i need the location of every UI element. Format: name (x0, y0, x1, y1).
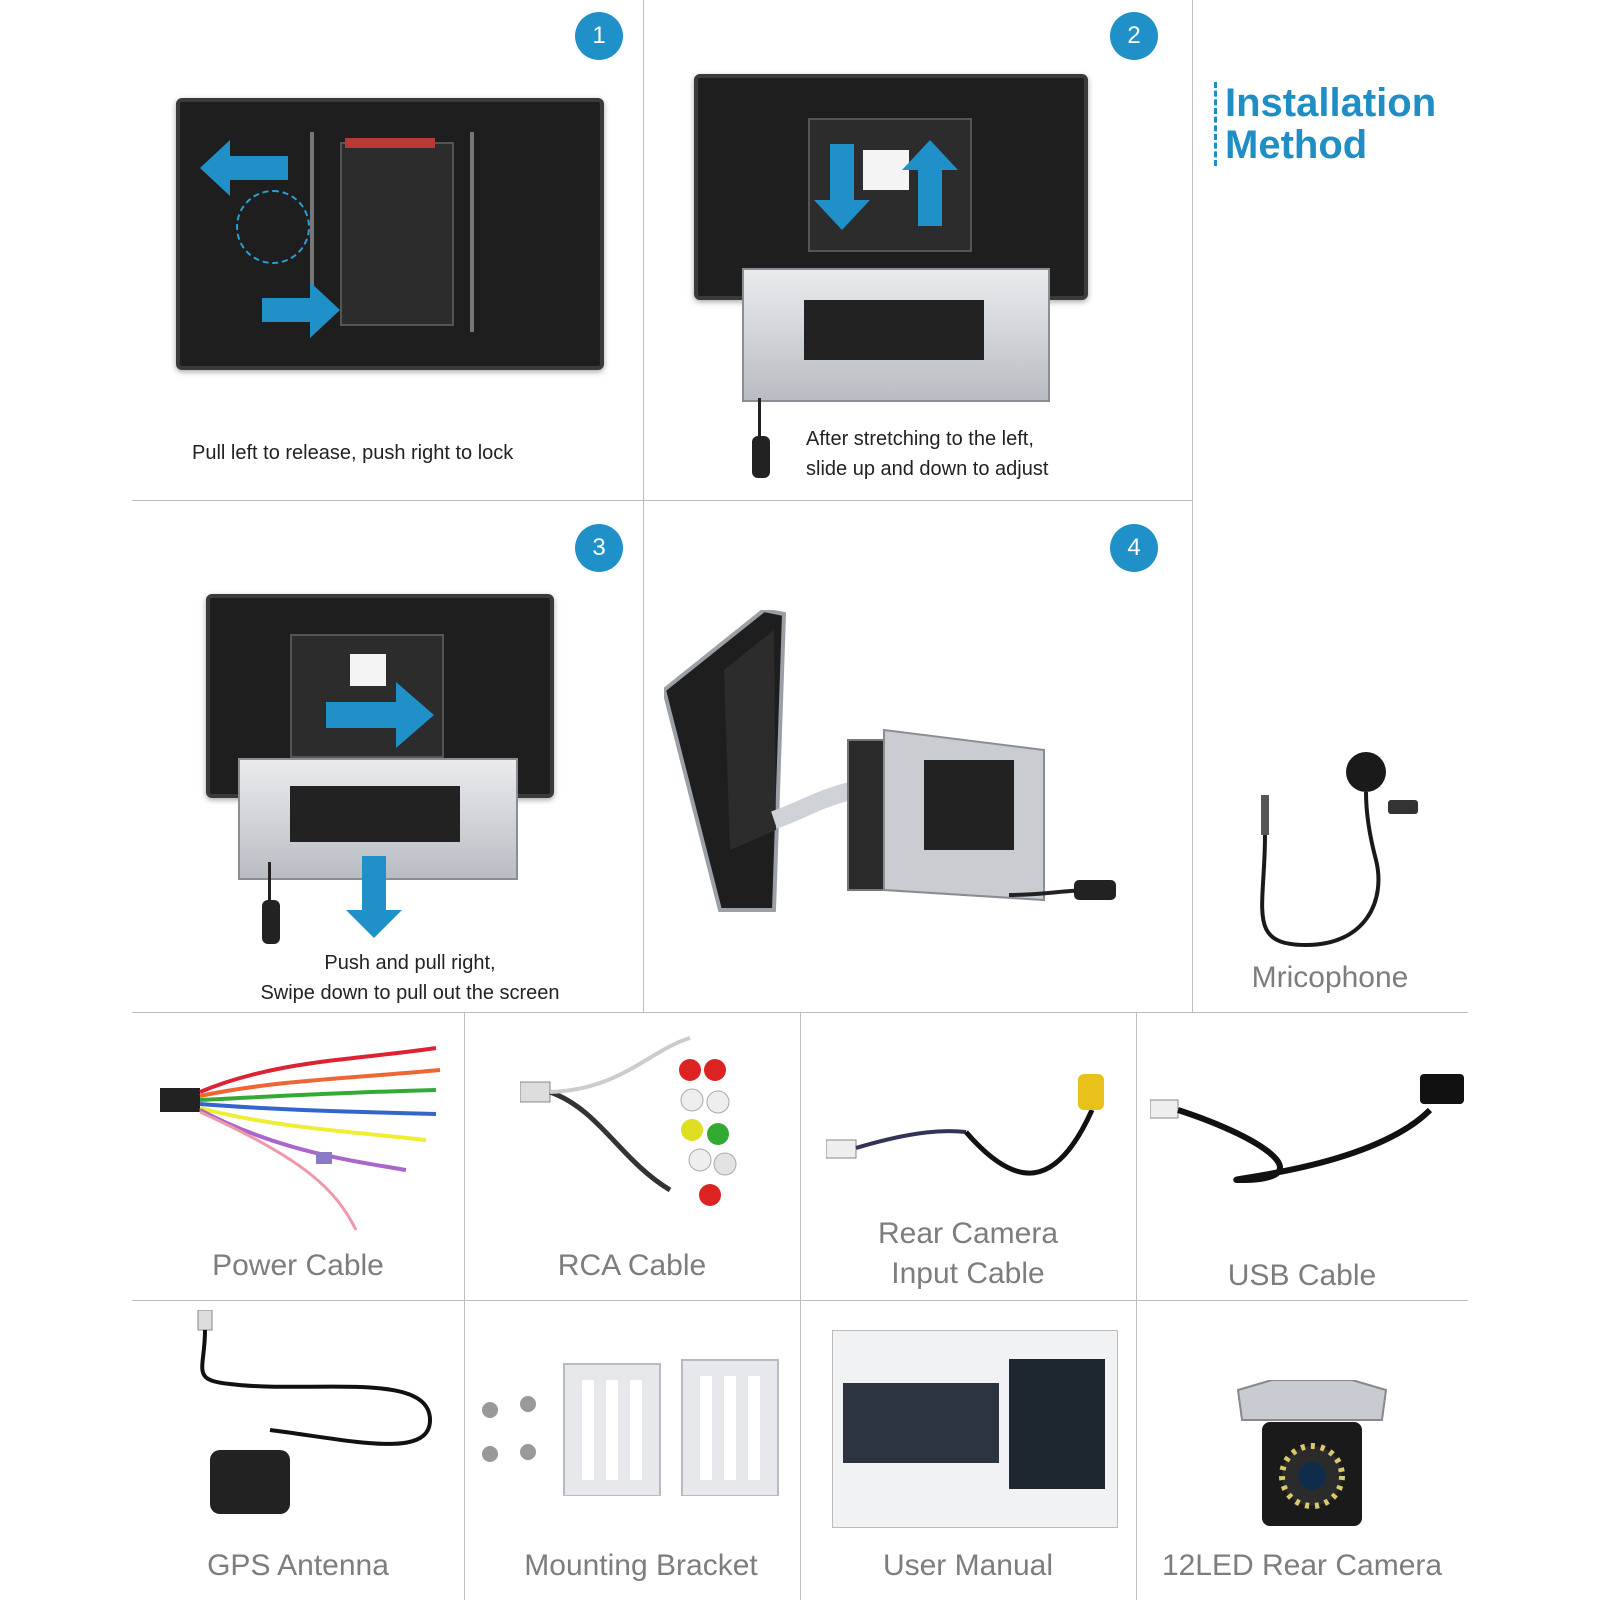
rear-camera-input-label-line1: Rear Camera (877, 1217, 1059, 1250)
divider (1192, 0, 1193, 1012)
side-view-illustration (664, 610, 1116, 912)
usb-cable-label: USB Cable (1227, 1259, 1377, 1292)
step-2-caption-line1: After stretching to the left, (806, 428, 1034, 450)
connector-rail (310, 132, 314, 332)
step-4-badge: 4 (1110, 524, 1158, 572)
microphone-label: Mricophone (1251, 961, 1409, 994)
step-2-caption: After stretching to the left, slide up a… (806, 424, 1146, 484)
title-line2: Method (1225, 123, 1368, 167)
connector-rail (470, 132, 474, 332)
user-manual-label: User Manual (882, 1549, 1054, 1582)
manual-screen-preview (1009, 1359, 1105, 1489)
step-2-caption-line2: slide up and down to adjust (806, 458, 1049, 480)
gps-antenna-icon (197, 1310, 433, 1514)
gps-antenna-label: GPS Antenna (207, 1549, 389, 1582)
manual-screen-preview (843, 1383, 999, 1463)
arrow-right-icon (262, 282, 340, 338)
mounting-bracket-icon (482, 1359, 779, 1496)
divider (643, 0, 644, 1012)
rca-cable-icon (520, 1036, 737, 1206)
cable-plug (262, 900, 280, 944)
head-unit-chassis (742, 268, 1050, 402)
red-label (345, 138, 435, 148)
step-2-screen-back (694, 74, 1088, 300)
rear-camera-input-cable-label: Rear Camera Input Cable (800, 1214, 1136, 1294)
rear-camera-icon (1236, 1380, 1388, 1526)
microphone-icon (1260, 752, 1418, 948)
step-3-caption-line1: Push and pull right, (324, 952, 496, 974)
arrow-down-icon (346, 856, 402, 938)
connector-block (290, 786, 460, 842)
divider (1136, 1012, 1137, 1600)
power-cable-label: Power Cable (212, 1249, 384, 1282)
power-cable-icon (160, 1046, 441, 1231)
step-3-caption-line2: Swipe down to pull out the screen (260, 982, 560, 1004)
step-1-caption: Pull left to release, push right to lock (192, 442, 514, 464)
divider (132, 500, 1192, 501)
cable-plug (268, 862, 271, 902)
step-1-screen-back (176, 98, 604, 370)
rear-camera-input-label-line2: Input Cable (891, 1257, 1045, 1290)
white-slider (350, 654, 386, 686)
usb-cable-icon (1150, 1074, 1464, 1184)
cable-plug (758, 398, 761, 438)
arrow-down-icon (814, 144, 870, 230)
step-3-badge: 3 (575, 524, 623, 572)
user-manual-icon (832, 1330, 1118, 1528)
arrow-right-icon (326, 682, 434, 748)
rear-camera-label: 12LED Rear Camera (1161, 1549, 1443, 1582)
white-slider (863, 150, 909, 190)
section-title: Installation Method (1214, 82, 1436, 166)
step-1-badge: 1 (575, 12, 623, 60)
rca-cable-label: RCA Cable (557, 1249, 707, 1282)
divider (464, 1012, 465, 1600)
arrow-up-icon (902, 140, 958, 226)
mounting-bracket-label: Mounting Bracket (524, 1549, 758, 1582)
connector-block (804, 300, 984, 360)
divider (800, 1012, 801, 1600)
release-lock-circle (236, 190, 310, 264)
step-2-badge: 2 (1110, 12, 1158, 60)
rear-camera-input-cable-icon (826, 1074, 1104, 1176)
cable-plug (752, 436, 770, 478)
mount-bracket (340, 142, 454, 326)
arrow-left-icon (200, 140, 288, 196)
title-line1: Installation (1225, 81, 1437, 125)
step-3-caption: Push and pull right, Swipe down to pull … (210, 948, 610, 1008)
